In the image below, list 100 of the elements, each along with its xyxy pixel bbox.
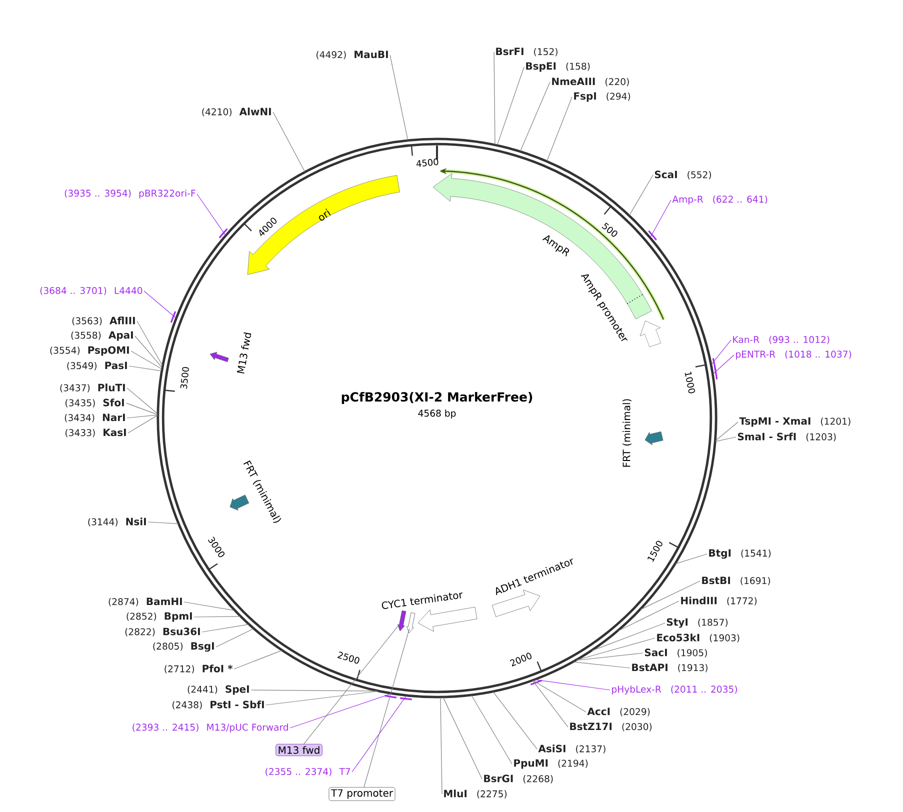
leader-line xyxy=(494,52,496,145)
site-label: (2441) SpeI xyxy=(188,685,249,695)
leader-line xyxy=(290,693,392,728)
leader-line xyxy=(711,340,732,365)
leader-line xyxy=(576,652,644,661)
site-label: (3434) NarI xyxy=(64,414,125,422)
tick-label: 1000 xyxy=(684,372,696,394)
leader-line xyxy=(618,600,680,632)
leader-line xyxy=(234,650,282,670)
leader-line xyxy=(126,414,158,418)
site-label: (3563) AflIII xyxy=(72,316,135,326)
leader-line xyxy=(216,628,254,648)
site-label: Eco53kI (1903) xyxy=(657,634,740,642)
leader-line xyxy=(532,680,568,728)
leader-line xyxy=(492,692,538,750)
primer-label: Amp-R (622 .. 641) xyxy=(672,196,768,204)
site-label: (3433) KasI xyxy=(66,428,126,438)
primer-label: pHybLex-R (2011 .. 2035) xyxy=(612,686,737,694)
site-label: (3554) PspOMI xyxy=(50,346,129,356)
leader-line xyxy=(640,580,700,610)
leader-line xyxy=(592,622,666,651)
leader-line xyxy=(712,354,734,374)
leader-line xyxy=(144,290,176,318)
leader-line xyxy=(136,320,163,366)
site-label: BstAPI (1913) xyxy=(632,664,708,672)
site-label: BsrFI (152) xyxy=(496,48,558,56)
leader-line xyxy=(471,695,512,764)
site-label: (3144) NsiI xyxy=(88,518,146,526)
leader-line xyxy=(148,522,179,524)
leader-line xyxy=(196,194,226,236)
site-label: BtgI (1541) xyxy=(709,549,771,559)
leader-line xyxy=(184,602,235,611)
site-label: ScaI (552) xyxy=(654,170,711,180)
site-label: BstZ17I (2030) xyxy=(570,722,652,732)
leader-line xyxy=(576,638,656,660)
site-label: AccI (2029) xyxy=(587,708,650,716)
leader-line xyxy=(304,623,400,744)
leader-line xyxy=(496,66,524,146)
site-label: PpuMI (2194) xyxy=(514,759,588,769)
site-label: (4492) MauBI xyxy=(316,50,388,60)
leader-line xyxy=(128,415,158,434)
site-label: (2438) PstI - SbfI xyxy=(172,700,264,710)
plasmid-size: 4568 bp xyxy=(418,410,456,418)
leader-line xyxy=(134,336,162,368)
primer-label: pENTR-R (1018 .. 1037) xyxy=(736,350,852,360)
site-label: NmeAIII (220) xyxy=(552,78,629,86)
leader-line xyxy=(546,96,572,162)
site-label: BsrGI (2268) xyxy=(484,774,553,784)
primer-label: Kan-R (993 .. 1012) xyxy=(733,336,830,344)
site-label: BstBI (1691) xyxy=(702,576,770,586)
leader-line xyxy=(194,616,240,618)
leader-line xyxy=(390,54,408,140)
leader-line xyxy=(520,82,550,152)
site-label: (2805) BsgI xyxy=(153,642,214,652)
leader-line xyxy=(130,350,162,370)
site-label: MluI (2275) xyxy=(444,790,507,798)
site-label: HindIII (1772) xyxy=(681,596,757,606)
site-label: (2852) BpmI xyxy=(126,612,192,622)
leader-line xyxy=(573,662,630,668)
leader-line xyxy=(629,174,654,216)
tick-label: 2500 xyxy=(337,652,360,664)
site-label: StyI (1857) xyxy=(666,618,728,628)
site-label: (3549) PasI xyxy=(67,362,127,370)
tick-label: 4500 xyxy=(416,158,438,167)
leader-line xyxy=(364,628,410,788)
primer-label: (2393 .. 2415) M13/pUC Forward xyxy=(132,724,288,732)
site-label: BspEI (158) xyxy=(526,62,590,72)
leader-line xyxy=(272,112,306,172)
leader-line xyxy=(442,697,482,780)
leader-line xyxy=(250,690,378,692)
tick-label: 3500 xyxy=(180,367,189,389)
site-label: AsiSI (2137) xyxy=(538,744,606,754)
site-label: FspI (294) xyxy=(574,92,630,102)
site-label: (2822) Bsu36I xyxy=(125,628,200,636)
site-label: (3435) SfoI xyxy=(66,398,124,408)
feature-tag: T7 promoter xyxy=(328,787,396,801)
primer-label: (3684 .. 3701) L4440 xyxy=(40,286,142,296)
leader-line xyxy=(440,697,442,794)
site-label: SmaI - SrfI (1203) xyxy=(738,432,836,442)
leader-line xyxy=(675,554,708,564)
leader-line xyxy=(266,690,379,706)
site-label: (2712) PfoI * xyxy=(164,664,233,674)
leader-line xyxy=(532,680,586,712)
plasmid-name: pCfB2903(XI-2 MarkerFree) xyxy=(342,392,532,404)
site-label: (3558) ApaI xyxy=(71,331,133,341)
leader-line xyxy=(715,436,736,442)
leader-line xyxy=(126,402,158,415)
site-label: (2874) BamHI xyxy=(108,598,182,606)
leader-line xyxy=(128,366,162,372)
site-label: SacI (1905) xyxy=(644,648,707,658)
site-label: TspMI - XmaI (1201) xyxy=(739,417,850,427)
leader-line xyxy=(715,422,738,441)
tick-label: 500 xyxy=(602,222,618,237)
primer-label: (3935 .. 3954) pBR322ori-F xyxy=(64,190,196,198)
site-label: (4210) AlwNI xyxy=(202,108,271,116)
feature-symbol xyxy=(406,612,416,634)
leader-line xyxy=(352,696,407,772)
leader-line xyxy=(126,388,158,414)
tick-label: 1500 xyxy=(648,540,662,562)
leader-line xyxy=(534,679,610,690)
